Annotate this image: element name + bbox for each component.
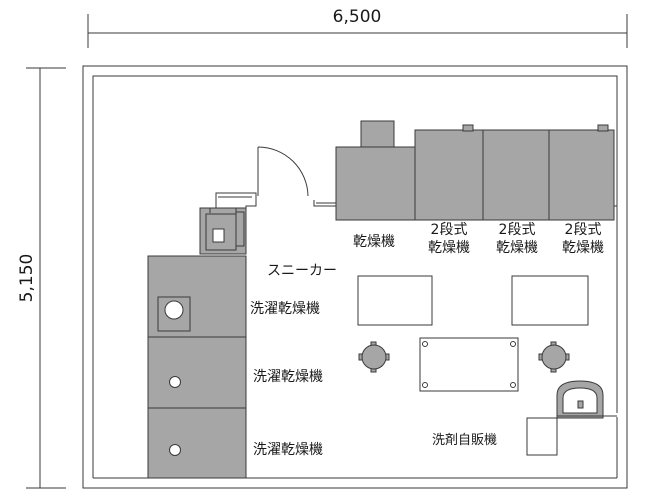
bench	[419, 337, 519, 392]
label-two-stage-2-bottom: 乾燥機	[496, 240, 538, 256]
washer-dryer-2	[147, 336, 247, 409]
detergent-vending-machine	[526, 380, 617, 456]
dryer	[335, 120, 416, 221]
label-detergent-vending: 洗剤自販機	[432, 432, 497, 448]
label-two-stage-3-top: 2段式	[565, 222, 602, 238]
inner-wall	[92, 75, 618, 478]
outer-wall	[82, 65, 628, 489]
two-stage-dryer-1	[414, 124, 484, 221]
stool-left	[358, 341, 390, 373]
label-washer-dryer-1: 洗濯乾燥機	[250, 301, 320, 317]
sneaker-machine	[199, 207, 247, 255]
width-label: 6,500	[333, 7, 382, 27]
washer-dryer-3	[147, 407, 247, 479]
label-two-stage-1-top: 2段式	[431, 222, 468, 238]
width-dimension: 6,500	[87, 7, 628, 48]
label-two-stage-1-bottom: 乾燥機	[428, 240, 470, 256]
washer-dryer-1	[147, 255, 247, 338]
height-dimension: 5,150	[17, 67, 66, 489]
stool-right	[538, 341, 570, 373]
label-dryer: 乾燥機	[353, 234, 395, 250]
label-washer-dryer-3: 洗濯乾燥機	[253, 442, 323, 458]
table-left	[357, 275, 433, 326]
table-right	[511, 275, 589, 326]
two-stage-dryer-3	[548, 124, 615, 221]
door	[257, 146, 309, 197]
two-stage-dryer-2	[482, 129, 550, 221]
label-two-stage-2-top: 2段式	[499, 222, 536, 238]
height-label: 5,150	[17, 254, 37, 303]
label-two-stage-3-bottom: 乾燥機	[562, 240, 604, 256]
label-washer-dryer-2: 洗濯乾燥機	[253, 369, 323, 385]
label-sneaker: スニーカー	[267, 263, 337, 279]
